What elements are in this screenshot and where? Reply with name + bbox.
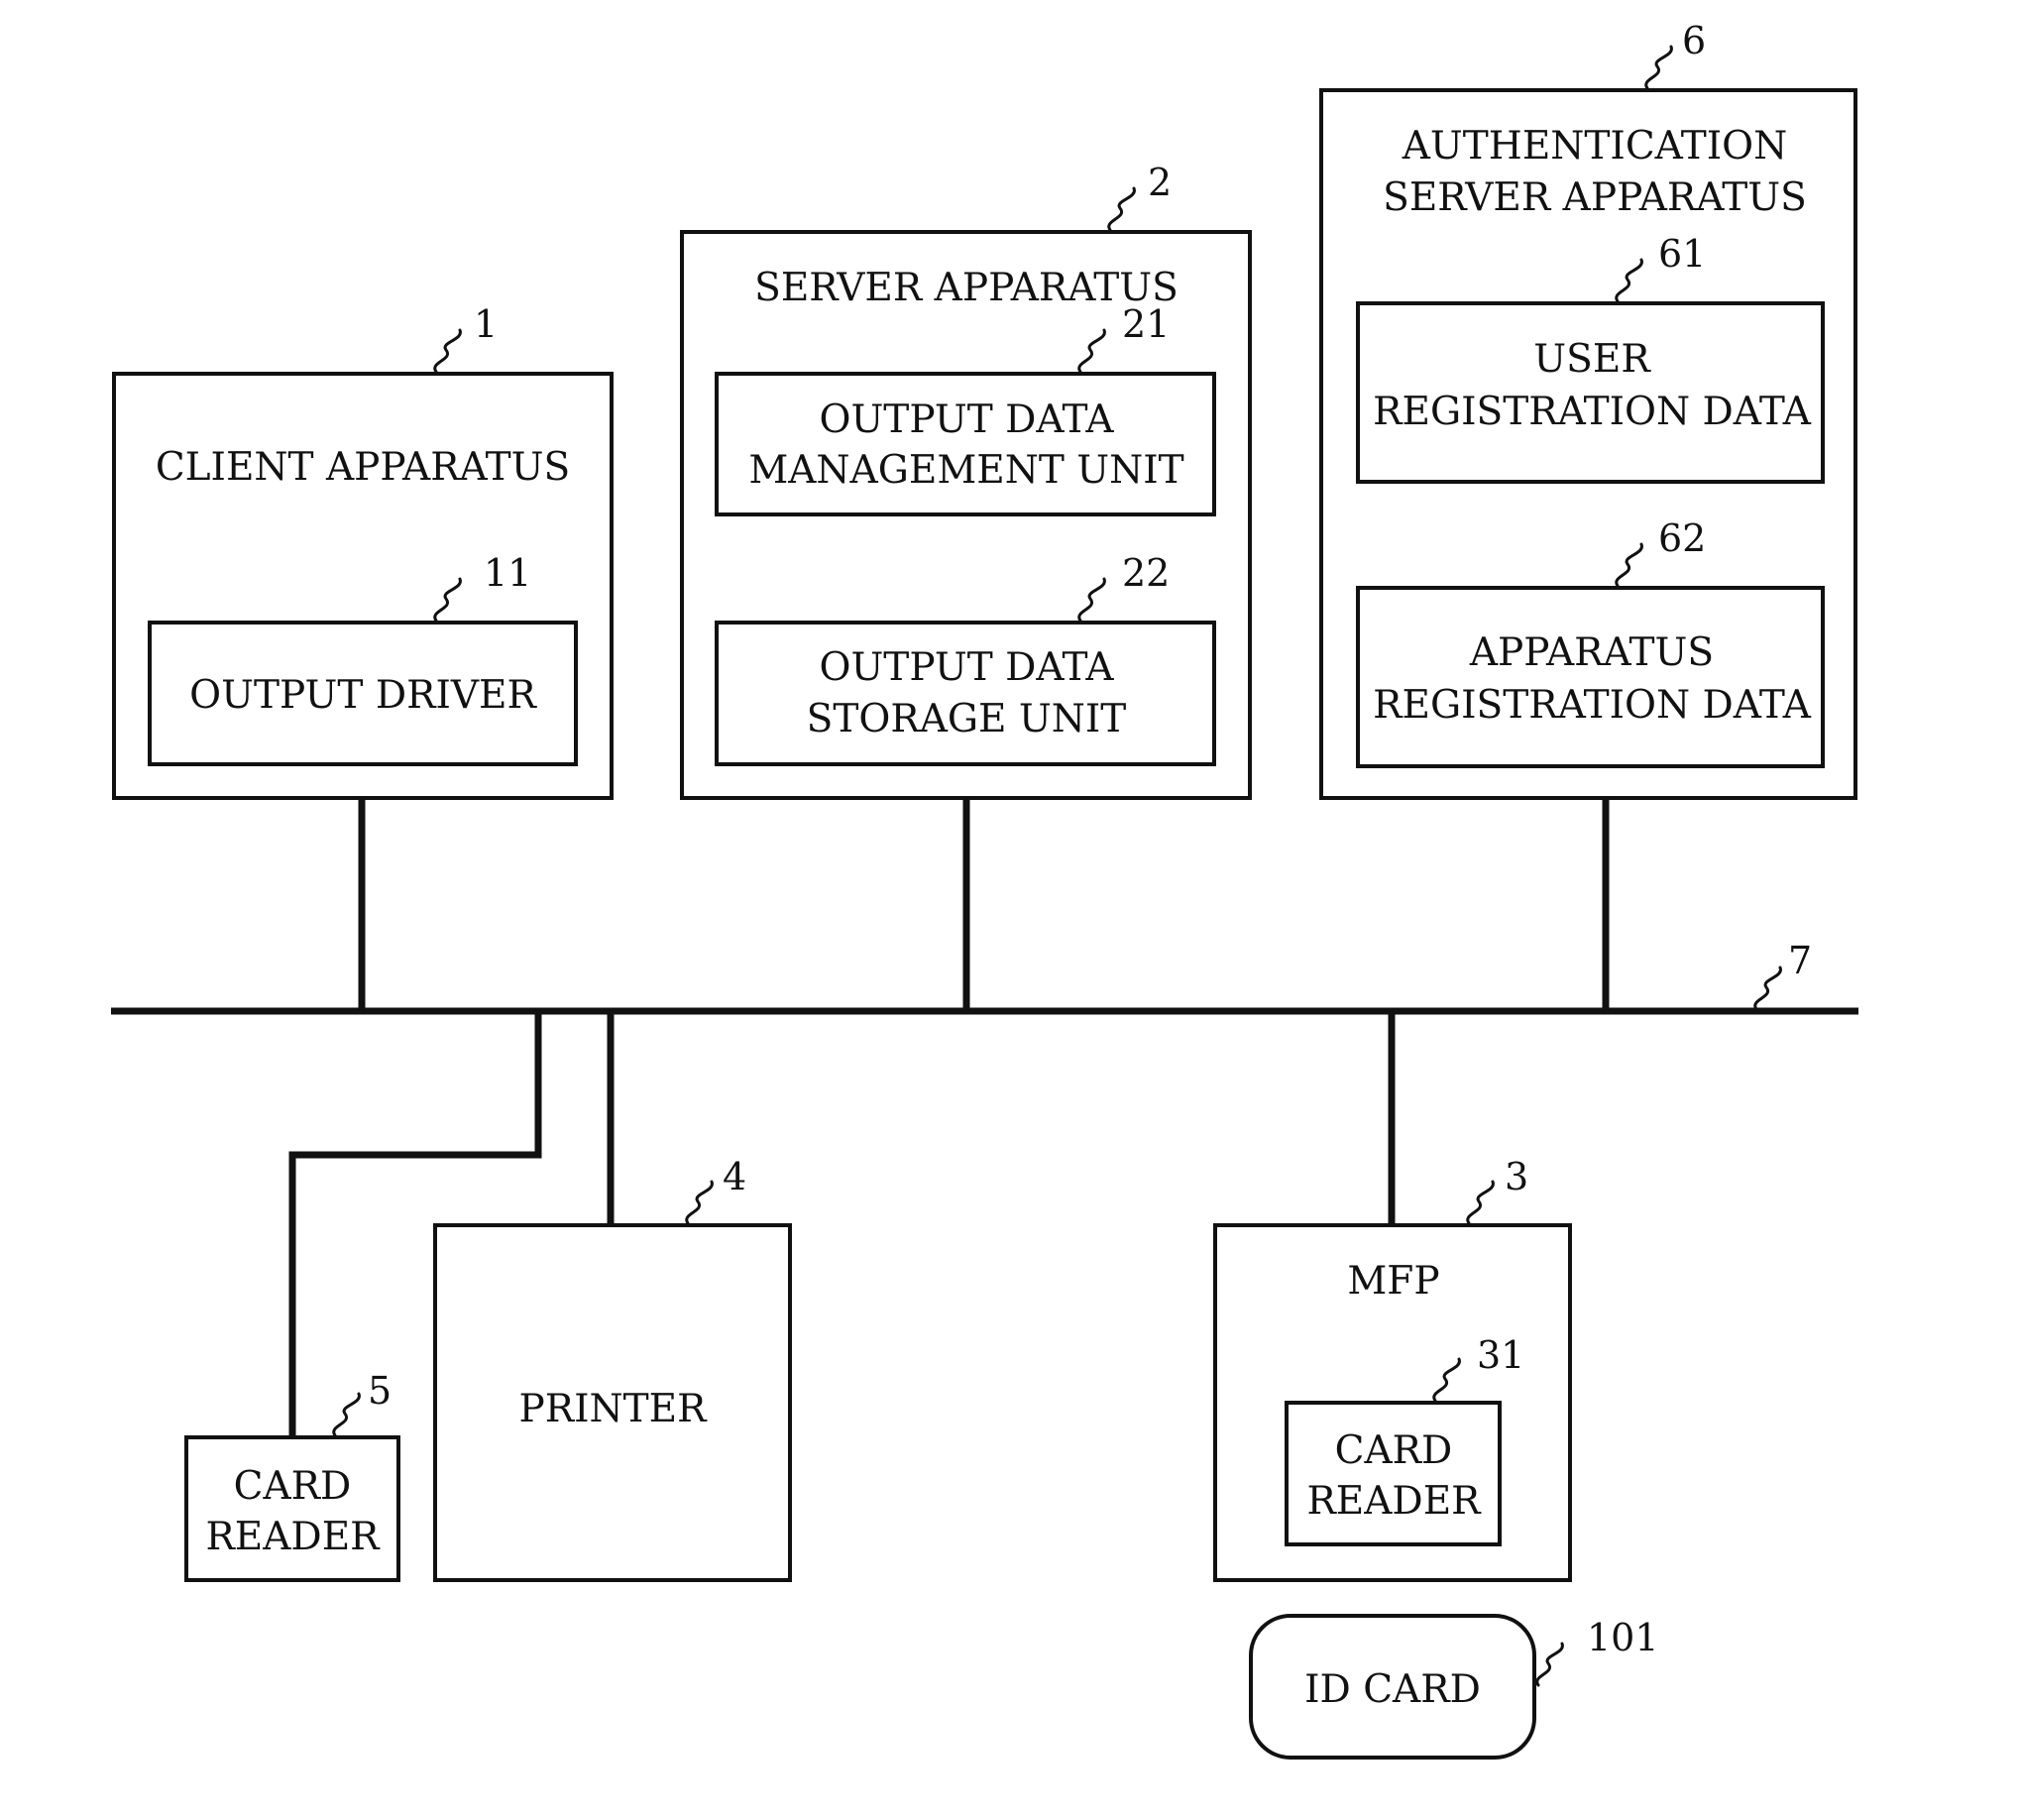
user-registration-data-line2: REGISTRATION DATA bbox=[1373, 390, 1812, 434]
apparatus-registration-data-line2: REGISTRATION DATA bbox=[1373, 683, 1812, 728]
output-data-storage-unit-box bbox=[717, 623, 1214, 764]
server-ref-number: 2 bbox=[1148, 161, 1172, 204]
client-ref-number: 1 bbox=[474, 302, 498, 346]
server-apparatus: SERVER APPARATUS 2 OUTPUT DATA MANAGEMEN… bbox=[682, 161, 1250, 798]
server-ref-leader bbox=[1109, 188, 1135, 230]
user-registration-data-line1: USER bbox=[1533, 337, 1651, 382]
management-unit-ref-number: 21 bbox=[1122, 302, 1170, 346]
id-card-ref-number: 101 bbox=[1587, 1616, 1659, 1659]
apparatus-registration-data-box bbox=[1358, 588, 1823, 766]
output-data-storage-unit-line2: STORAGE UNIT bbox=[807, 697, 1127, 741]
authentication-server-title-line2: SERVER APPARATUS bbox=[1383, 175, 1807, 220]
network-ref-number: 7 bbox=[1788, 939, 1812, 982]
client-apparatus-title: CLIENT APPARATUS bbox=[156, 445, 570, 490]
user-registration-ref-number: 61 bbox=[1658, 232, 1706, 276]
output-data-management-unit-line2: MANAGEMENT UNIT bbox=[748, 448, 1183, 493]
apparatus-registration-ref-number: 62 bbox=[1658, 516, 1706, 560]
output-data-management-unit-line1: OUTPUT DATA bbox=[819, 398, 1114, 442]
printer-ref-number: 4 bbox=[723, 1155, 746, 1198]
card-reader-line2: READER bbox=[205, 1515, 381, 1559]
mfp-ref-number: 3 bbox=[1505, 1155, 1528, 1198]
mfp-card-reader-line2: READER bbox=[1306, 1479, 1482, 1524]
authentication-server-title-line1: AUTHENTICATION bbox=[1402, 124, 1787, 169]
network-ref-leader bbox=[1755, 967, 1781, 1009]
mfp-card-reader-line1: CARD bbox=[1335, 1428, 1453, 1473]
server-apparatus-title: SERVER APPARATUS bbox=[754, 266, 1179, 310]
client-apparatus: CLIENT APPARATUS 1 OUTPUT DRIVER 11 bbox=[114, 302, 612, 798]
auth-server-ref-number: 6 bbox=[1682, 19, 1706, 62]
output-driver-label: OUTPUT DRIVER bbox=[189, 673, 537, 718]
output-driver-ref-number: 11 bbox=[484, 551, 531, 595]
auth-server-ref-leader bbox=[1646, 47, 1672, 88]
authentication-server-apparatus: AUTHENTICATION SERVER APPARATUS 6 USER R… bbox=[1321, 19, 1855, 798]
card-reader-line1: CARD bbox=[234, 1464, 352, 1509]
mfp-card-reader-ref-number: 31 bbox=[1477, 1333, 1524, 1377]
id-card-label: ID CARD bbox=[1304, 1667, 1481, 1712]
mfp-title: MFP bbox=[1347, 1259, 1439, 1304]
apparatus-registration-data-line1: APPARATUS bbox=[1469, 630, 1714, 675]
mfp-ref-leader bbox=[1468, 1182, 1494, 1223]
printer-label: PRINTER bbox=[519, 1387, 709, 1431]
output-data-storage-unit-line1: OUTPUT DATA bbox=[819, 645, 1114, 690]
output-data-management-unit-box bbox=[717, 374, 1214, 514]
printer-ref-leader bbox=[687, 1182, 713, 1223]
id-card-ref-leader bbox=[1537, 1644, 1563, 1685]
client-ref-leader bbox=[435, 330, 461, 372]
storage-unit-ref-number: 22 bbox=[1122, 551, 1170, 595]
id-card: ID CARD 101 bbox=[1251, 1616, 1659, 1758]
card-reader-ref-leader bbox=[334, 1394, 360, 1435]
card-reader-ref-number: 5 bbox=[368, 1369, 392, 1413]
